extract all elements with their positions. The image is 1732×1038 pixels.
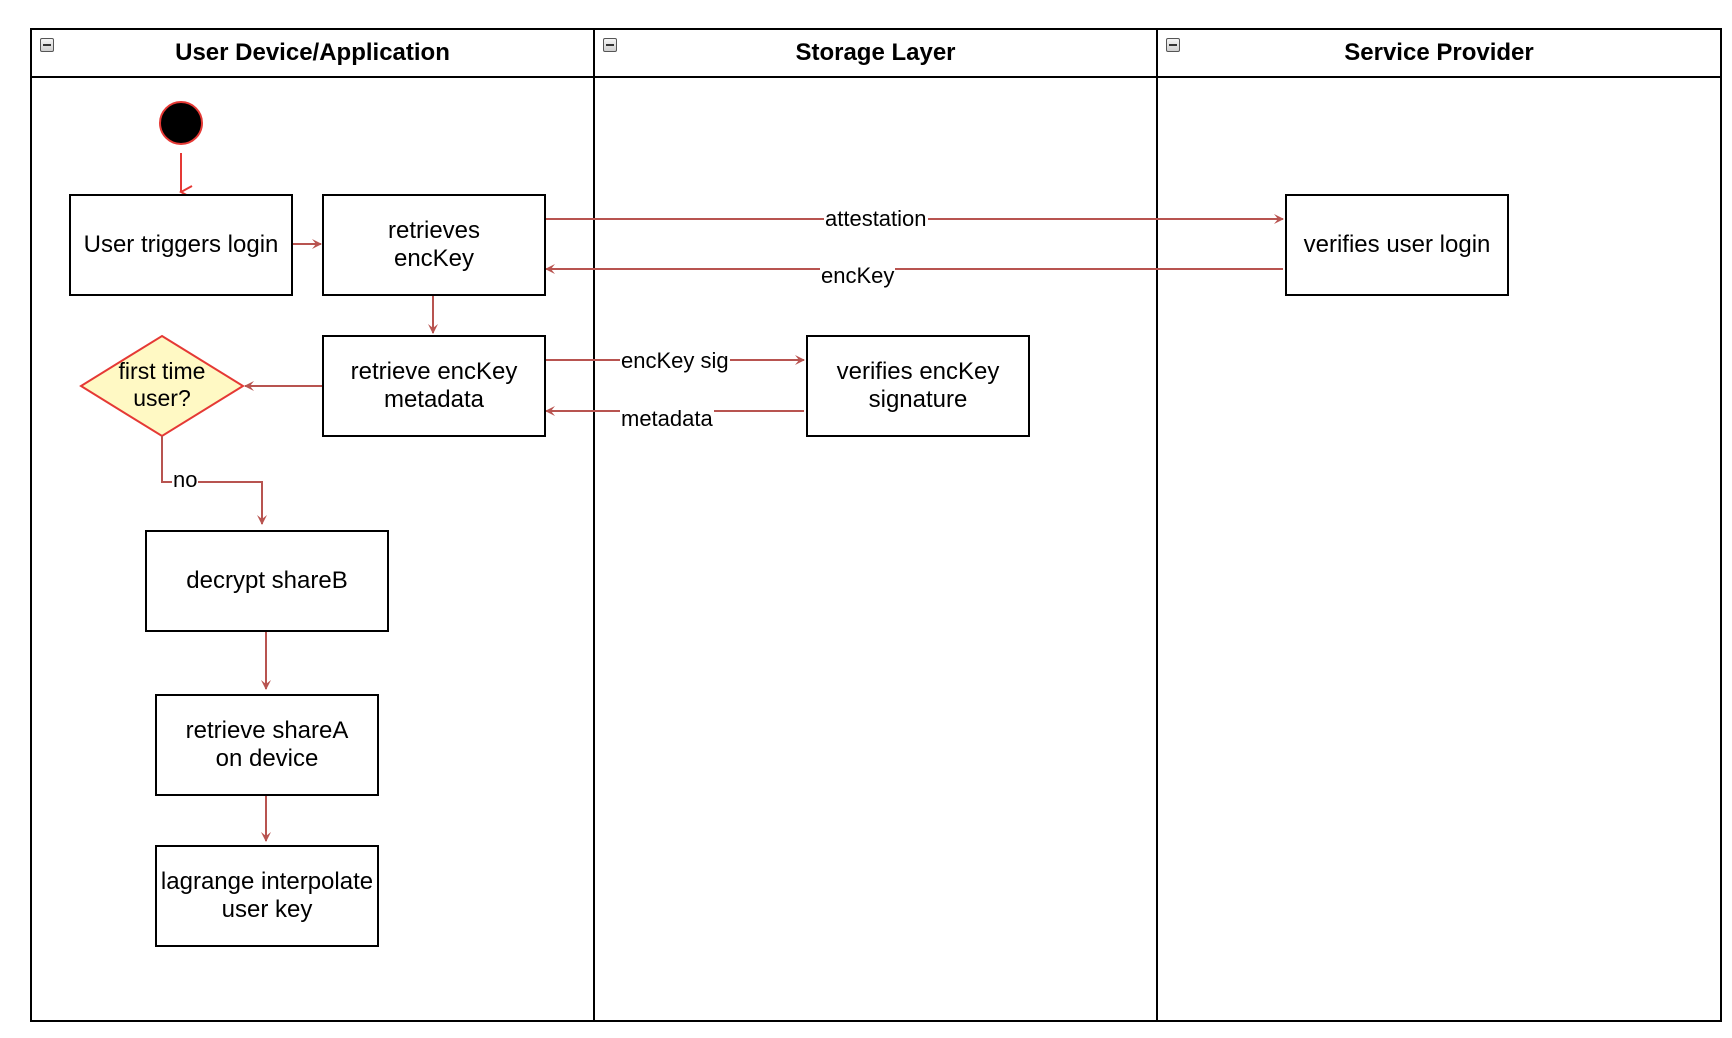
node-retrieves-enckey: retrieves encKey [322, 194, 546, 296]
collapse-icon[interactable] [603, 38, 617, 52]
node-retrieve-sharea: retrieve shareA on device [155, 694, 379, 796]
collapse-icon[interactable] [1166, 38, 1180, 52]
node-verifies-enckey-signature: verifies encKey signature [806, 335, 1030, 437]
lane-service-provider: Service Provider [1156, 28, 1722, 1022]
decision-first-time-user: first time user? [118, 358, 206, 411]
lane-header-service-provider: Service Provider [1158, 30, 1720, 78]
edge-label-enckey-sig: encKey sig [620, 348, 730, 373]
lane-storage-layer: Storage Layer [593, 28, 1158, 1022]
start-node [159, 101, 203, 145]
edge-no-branch [161, 436, 267, 525]
lane-title: Service Provider [1344, 39, 1534, 66]
edge-label-enckey: encKey [820, 263, 896, 288]
edge-label-metadata: metadata [620, 406, 714, 431]
collapse-icon[interactable] [40, 38, 54, 52]
lane-header-storage-layer: Storage Layer [595, 30, 1156, 78]
lane-title: Storage Layer [795, 39, 956, 66]
edge-label-no: no [172, 467, 199, 492]
node-retrieve-enckey-metadata: retrieve encKey metadata [322, 335, 546, 437]
node-user-triggers-login: User triggers login [69, 194, 293, 296]
lane-title: User Device/Application [175, 39, 450, 66]
edge-label-attestation: attestation [824, 206, 928, 231]
lane-header-user-device: User Device/Application [32, 30, 593, 78]
node-decrypt-shareb: decrypt shareB [145, 530, 389, 632]
node-lagrange-interpolate: lagrange interpolate user key [155, 845, 379, 947]
node-verifies-user-login: verifies user login [1285, 194, 1509, 296]
